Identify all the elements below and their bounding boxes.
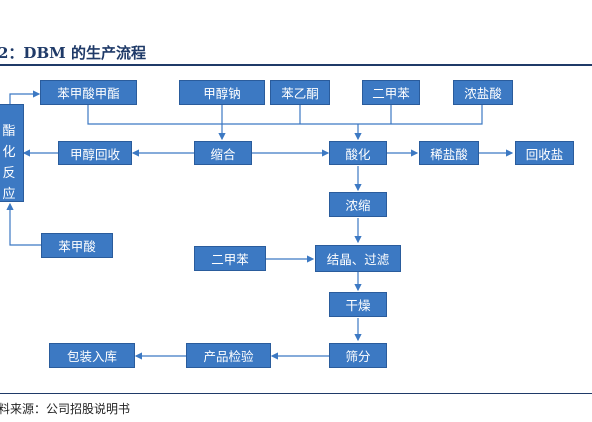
esterification-char-4: 应 (2, 187, 16, 202)
node-condensation: 缩合 (194, 141, 252, 165)
node-drying: 干燥 (329, 292, 387, 317)
node-acetophenone: 苯乙酮 (270, 80, 330, 105)
node-dilute-hcl: 稀盐酸 (419, 141, 479, 165)
esterification-char-3: 反 (2, 166, 16, 181)
node-product-inspection: 产品检验 (186, 343, 271, 368)
source-rule (0, 393, 592, 394)
arrow-to-methyl-benzoate (9, 90, 41, 104)
figure-title: 2：DBM 的生产流程 (0, 44, 146, 62)
node-conc-hcl: 浓盐酸 (453, 80, 513, 105)
node-esterification: 酯 化 反 应 (0, 104, 24, 202)
esterification-char-1: 酯 (2, 124, 16, 139)
node-sodium-methoxide: 甲醇钠 (179, 80, 265, 105)
merge-line-top (87, 104, 483, 125)
title-rule (0, 64, 592, 66)
node-xylene-top: 二甲苯 (362, 80, 420, 105)
node-acidification: 酸化 (329, 141, 387, 165)
node-methyl-benzoate: 苯甲酸甲酯 (40, 80, 137, 105)
node-concentration: 浓缩 (329, 192, 387, 217)
node-xylene-mid: 二甲苯 (194, 246, 266, 271)
node-salt-recovery: 回收盐 (515, 141, 574, 165)
node-methanol-recovery: 甲醇回收 (58, 141, 132, 165)
node-packaging-storage: 包装入库 (49, 343, 135, 368)
esterification-char-2: 化 (2, 145, 16, 160)
node-benzoic-acid: 苯甲酸 (41, 233, 113, 258)
node-crystallize-filter: 结晶、过滤 (315, 245, 401, 272)
node-sieving: 筛分 (329, 343, 387, 368)
figure-source: 料来源：公司招股说明书 (0, 402, 131, 416)
arrow-benzoic-to-esterification (6, 202, 41, 246)
